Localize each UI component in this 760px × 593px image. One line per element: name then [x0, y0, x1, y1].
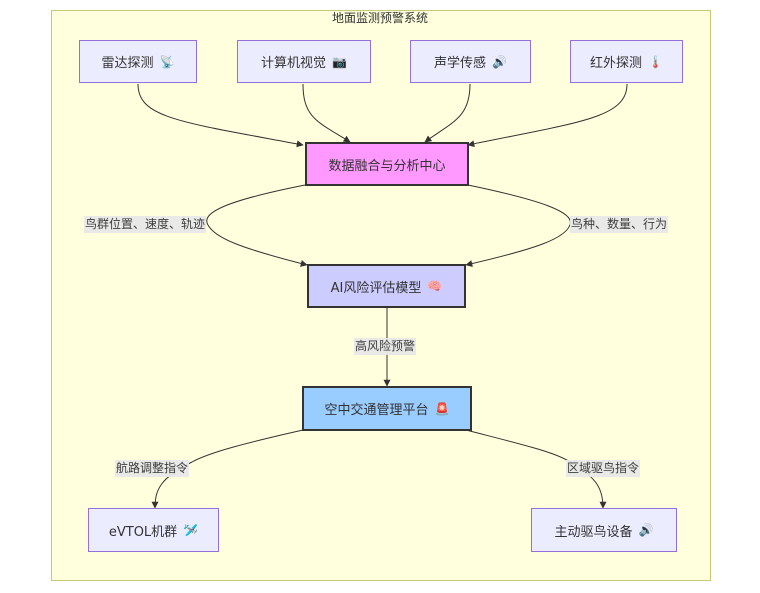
node-radar[interactable]: 雷达探测 📡: [79, 40, 197, 83]
edge-fusion-ai-right: [465, 184, 571, 268]
node-evtol-fleet[interactable]: eVTOL机群 🛩️: [88, 508, 219, 552]
edge-vision-fusion: [302, 83, 351, 143]
edge-infrared-fusion: [467, 83, 628, 148]
edge-acoustic-fusion: [424, 83, 471, 143]
edge-fusion-ai-left: [206, 184, 308, 267]
edge-label-bird-position: 鸟群位置、速度、轨迹: [84, 216, 207, 233]
node-bird-repeller[interactable]: 主动驱鸟设备 🔊: [531, 508, 677, 552]
node-evtol-fleet-label: eVTOL机群: [108, 524, 178, 540]
node-infrared-label: 红外探测: [590, 56, 643, 71]
edge-label-high-risk-alert: 高风险预警: [354, 338, 417, 355]
node-ai-risk-model-label: AI风险评估模型: [330, 280, 422, 296]
node-air-traffic-platform-label: 空中交通管理平台: [324, 403, 429, 418]
node-infrared[interactable]: 红外探测 🌡️: [570, 40, 683, 83]
edge-label-route-adjust: 航路调整指令: [115, 460, 190, 477]
speaker-icon: 🔊: [638, 523, 654, 537]
thermometer-icon: 🌡️: [648, 54, 663, 69]
node-acoustic[interactable]: 声学传感 🔊: [410, 40, 531, 83]
siren-icon: 🚨: [434, 401, 450, 416]
edge-radar-fusion: [137, 83, 304, 148]
node-radar-label: 雷达探测: [101, 56, 154, 71]
node-computer-vision-label: 计算机视觉: [261, 56, 327, 71]
node-bird-repeller-label: 主动驱鸟设备: [554, 524, 633, 540]
brain-icon: 🧠: [427, 279, 443, 293]
camera-icon: 📷: [332, 54, 347, 69]
node-ai-risk-model[interactable]: AI风险评估模型 🧠: [307, 264, 466, 308]
node-acoustic-label: 声学传感: [434, 56, 487, 71]
edge-label-bird-species: 鸟种、数量、行为: [570, 216, 669, 233]
edge-atm-evtol: [151, 429, 304, 509]
cluster-title: 地面监测预警系统: [331, 11, 428, 25]
node-data-fusion-center-label: 数据融合与分析中心: [328, 158, 446, 174]
speaker-icon: 🔊: [492, 54, 507, 69]
node-computer-vision[interactable]: 计算机视觉 📷: [237, 40, 371, 83]
satellite-antenna-icon: 📡: [159, 54, 175, 69]
node-air-traffic-platform[interactable]: 空中交通管理平台 🚨: [302, 386, 472, 431]
node-data-fusion-center[interactable]: 数据融合与分析中心: [305, 142, 469, 186]
airplane-icon: 🛩️: [183, 523, 199, 537]
edge-label-area-repel: 区域驱鸟指令: [566, 460, 641, 477]
